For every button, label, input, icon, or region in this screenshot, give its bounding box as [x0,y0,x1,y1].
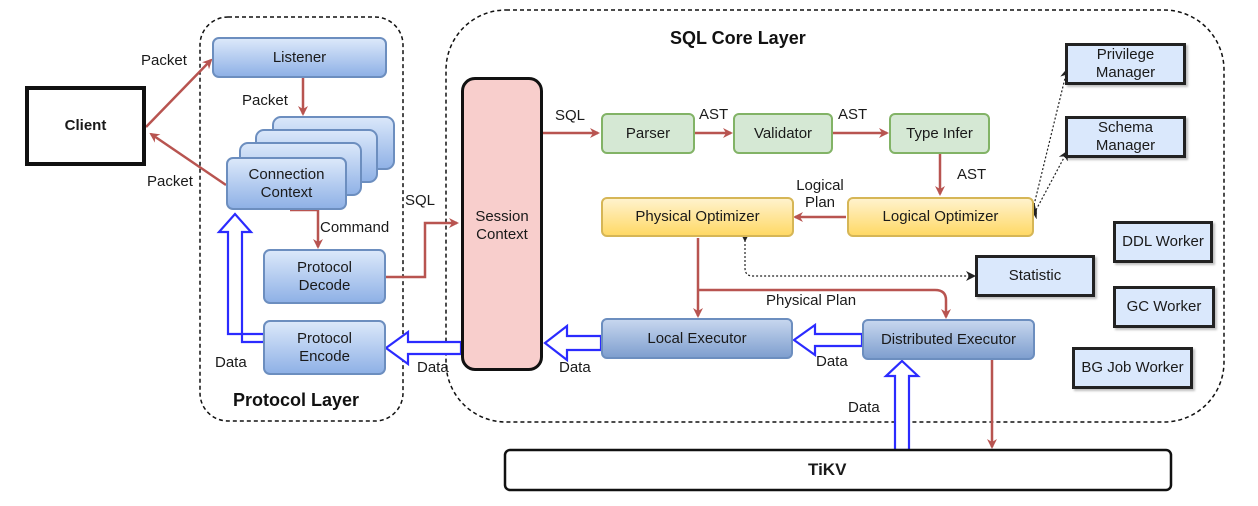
data-encode-to-connection [216,212,266,344]
protocol-layer-container [199,16,404,422]
tikv-label: TiKV [808,460,847,479]
client-box: Client [25,86,146,166]
edge-client-to-listener [145,58,213,128]
privilege-manager-box: Privilege Manager [1065,43,1186,85]
edge-logical-schema [1027,150,1068,220]
logical-optimizer-label: Logical Optimizer [882,208,999,225]
protocol-decode-box: Protocol Decode [263,249,386,304]
label-logical-to-physical: Logical Plan [796,177,844,211]
distributed-executor-box: Distributed Executor [862,319,1035,360]
label-typeinfer-to-logical: AST [957,166,987,183]
gc-worker-label: GC Worker [1126,298,1202,315]
listener-label: Listener [272,48,327,66]
label-decode-to-session: SQL [405,192,436,209]
physical-optimizer-box: Physical Optimizer [601,197,794,237]
validator-box: Validator [733,113,833,154]
bg-job-worker-box: BG Job Worker [1072,347,1193,389]
validator-label: Validator [753,124,813,142]
data-tikv-to-distributed [883,359,921,452]
statistic-box: Statistic [975,255,1095,297]
ddl-worker-box: DDL Worker [1113,221,1213,263]
edge-decode-to-session [386,218,459,279]
privilege-manager-label: Privilege Manager [1095,46,1156,81]
type-infer-box: Type Infer [889,113,990,154]
local-executor-label: Local Executor [647,329,747,347]
statistic-label: Statistic [1008,267,1062,284]
protocol-encode-box: Protocol Encode [263,320,386,375]
bg-job-worker-label: BG Job Worker [1081,359,1184,376]
session-context-label: Session Context [475,208,529,243]
distributed-executor-label: Distributed Executor [880,330,1017,348]
data-session-to-encode [384,329,463,367]
edge-logical-privilege [1027,68,1070,214]
label-local-to-session: Data [559,359,591,376]
label-session-to-parser: SQL [555,107,586,124]
label-parser-to-validator: AST [699,106,729,123]
label-session-to-encode: Data [417,359,449,376]
edge-connection-to-decode [290,208,323,249]
sql-core-layer-title: SQL Core Layer [670,28,806,48]
data-local-to-session [543,323,603,363]
data-distributed-to-local [792,322,864,358]
edge-physical-to-distributed [698,288,951,319]
label-listener-to-connection: Packet [242,92,288,109]
logical-optimizer-box: Logical Optimizer [847,197,1034,237]
label-tikv-to-distributed: Data [848,399,880,416]
client-label: Client [64,117,107,134]
physical-optimizer-label: Physical Optimizer [635,208,760,225]
edge-connection-to-client [149,132,227,187]
local-executor-box: Local Executor [601,318,793,359]
schema-manager-box: Schema Manager [1065,116,1186,158]
label-encode-to-connection: Data [215,354,247,371]
type-infer-label: Type Infer [906,124,973,142]
label-validator-to-typeinfer: AST [838,106,868,123]
label-client-to-listener: Packet [141,52,187,69]
label-connection-to-decode: Command [320,219,390,236]
connection-context-label: Connection Context [248,165,325,201]
schema-manager-label: Schema Manager [1095,119,1156,154]
session-context-box: Session Context [461,77,543,371]
listener-box: Listener [212,37,387,78]
sql-core-layer-container [445,9,1225,423]
parser-label: Parser [625,124,671,142]
protocol-decode-label: Protocol Decode [296,258,353,294]
gc-worker-box: GC Worker [1113,286,1215,328]
ddl-worker-label: DDL Worker [1122,233,1204,250]
protocol-encode-label: Protocol Encode [296,329,353,365]
edge-physical-statistic [740,232,976,281]
label-distributed-to-local: Data [816,353,848,370]
tikv-box [503,448,1173,492]
parser-box: Parser [601,113,695,154]
label-connection-to-client: Packet [147,173,193,190]
protocol-layer-title: Protocol Layer [233,390,360,410]
connection-context-box: Connection Context [226,157,347,210]
label-physical-plan: Physical Plan [766,292,857,309]
